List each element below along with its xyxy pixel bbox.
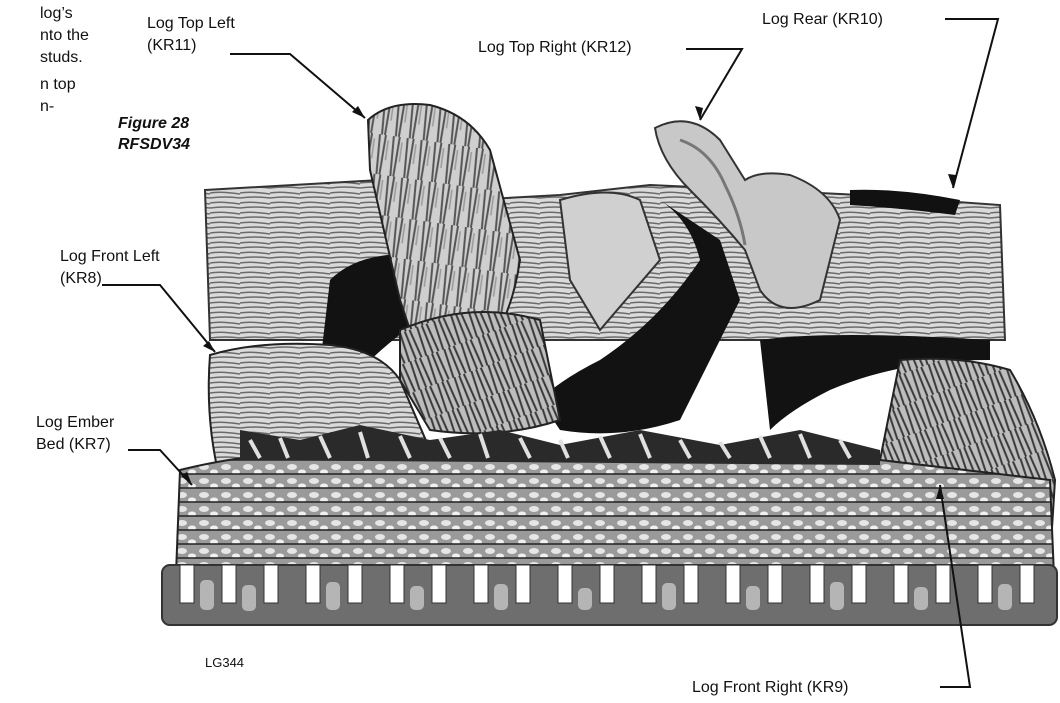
label-log-front-left: Log Front Left xyxy=(60,247,160,267)
image-code: LG344 xyxy=(205,655,244,670)
leader-rear xyxy=(945,19,998,188)
label-log-top-left-code: (KR11) xyxy=(147,36,197,56)
label-log-ember-bed: Log Ember xyxy=(36,413,114,433)
grate xyxy=(162,565,1057,625)
label-log-ember-bed-code: Bed (KR7) xyxy=(36,435,111,455)
leader-front-left xyxy=(102,285,215,352)
leader-top-left xyxy=(230,54,365,118)
leader-top-right xyxy=(686,49,742,120)
label-log-top-left: Log Top Left xyxy=(147,14,235,34)
label-log-front-right: Log Front Right (KR9) xyxy=(692,678,849,698)
label-log-front-left-code: (KR8) xyxy=(60,269,102,289)
label-log-rear: Log Rear (KR10) xyxy=(762,10,883,30)
label-log-top-right: Log Top Right (KR12) xyxy=(478,38,632,58)
